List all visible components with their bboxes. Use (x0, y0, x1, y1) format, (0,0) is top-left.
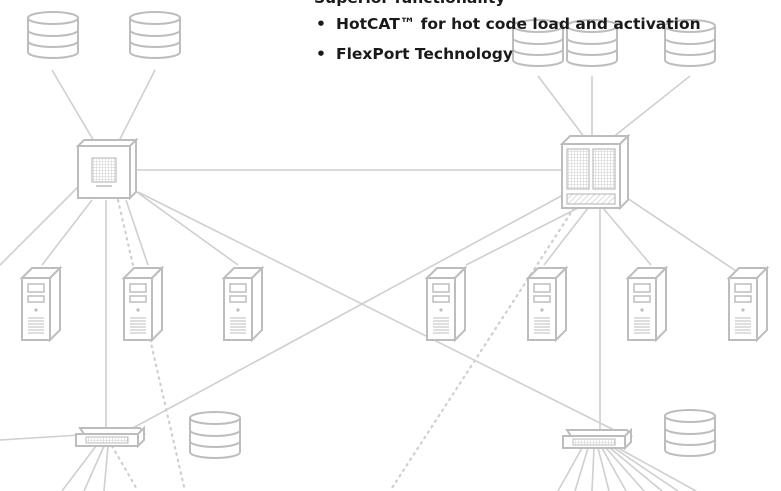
hub-icon (562, 429, 632, 449)
database-icon (27, 11, 79, 59)
server-icon (21, 267, 61, 341)
database-icon (189, 411, 241, 459)
switch-icon (75, 137, 139, 201)
server-icon (527, 267, 567, 341)
hub-icon (75, 427, 145, 447)
feature-item-hotcat: HotCAT™ for hot code load and activation (314, 14, 701, 34)
feature-item-flexport: FlexPort Technology (314, 44, 701, 64)
server-icon (223, 267, 263, 341)
database-icon (664, 409, 716, 457)
chassis-icon (559, 133, 631, 211)
server-icon (426, 267, 466, 341)
section-heading: Superior functionality (314, 0, 701, 8)
server-icon (627, 267, 667, 341)
network-links (0, 69, 761, 491)
feature-text-block: Superior functionality HotCAT™ for hot c… (314, 0, 701, 74)
server-icon (123, 267, 163, 341)
feature-list: HotCAT™ for hot code load and activation… (314, 14, 701, 64)
database-icon (129, 11, 181, 59)
server-icon (728, 267, 768, 341)
wireless-links (110, 198, 576, 491)
